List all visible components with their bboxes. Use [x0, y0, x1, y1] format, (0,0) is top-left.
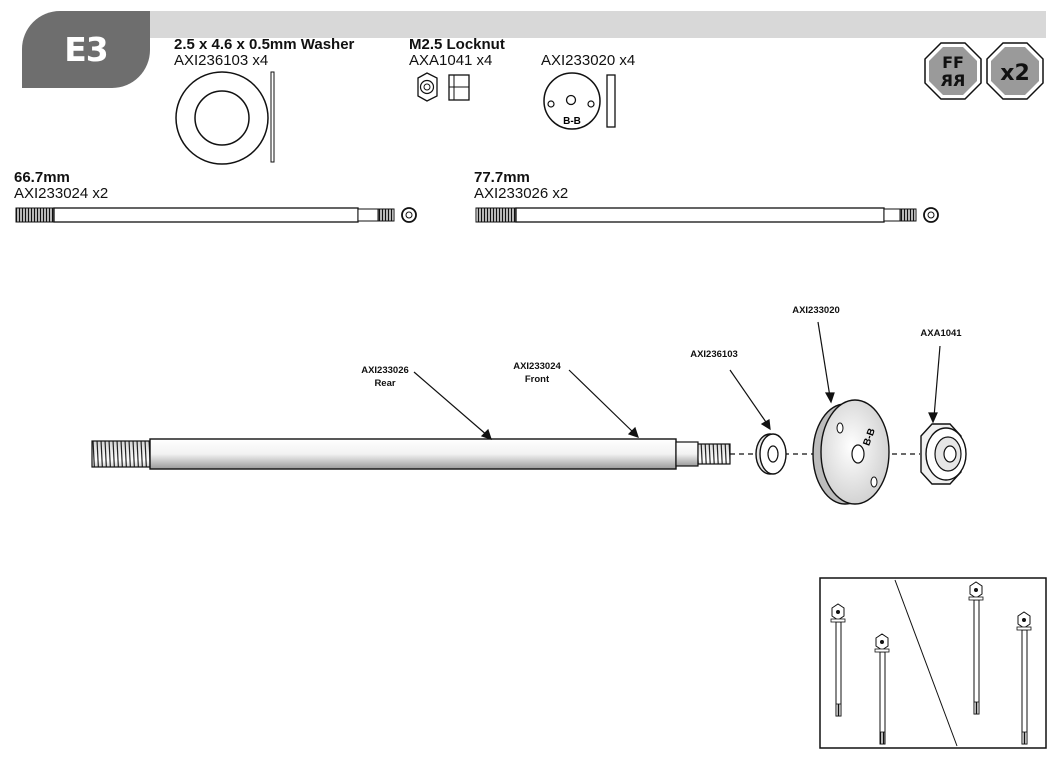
assembly-locknut: [920, 423, 967, 485]
main-shaft: [91, 438, 731, 470]
washer-number: AXI236103 x4: [174, 52, 269, 69]
washer-name: 2.5 x 4.6 x 0.5mm Washer: [174, 36, 355, 53]
badge-rr: RR: [941, 71, 966, 90]
inset-diagram: [819, 577, 1047, 749]
callout-washer-part: AXI236103: [690, 349, 738, 360]
badge-ff: FF: [942, 53, 964, 72]
washer-icon: [175, 71, 275, 165]
badge-x2: x2: [1000, 61, 1030, 86]
short-shaft-length: 66.7mm: [14, 169, 70, 186]
assembly-spacer: B-B: [812, 399, 890, 505]
spacer-icon: B-B: [543, 72, 616, 130]
locknut-number: AXA1041 x4: [409, 52, 493, 69]
header-bar: [130, 11, 1046, 38]
callout-front-label: Front: [524, 374, 550, 385]
long-shaft-icon: [475, 207, 939, 223]
leader-lines: [413, 321, 941, 440]
locknut-name: M2.5 Locknut: [409, 36, 505, 53]
callout-rear-part: AXI233026: [361, 365, 409, 376]
callout-locknut-part: AXA1041: [920, 328, 962, 339]
long-shaft-length: 77.7mm: [474, 169, 530, 186]
step-label: E3: [64, 30, 109, 69]
locknut-icon: [417, 72, 470, 102]
short-shaft-number: AXI233024 x2: [14, 185, 109, 202]
quantity-badge: x2: [986, 42, 1044, 100]
short-shaft-icon: [15, 207, 417, 223]
front-rear-badge: FF RR: [924, 42, 982, 100]
callout-front-part: AXI233024: [513, 361, 561, 372]
callout-rear-label: Rear: [374, 378, 396, 389]
spacer-number: AXI233020 x4: [541, 52, 636, 69]
step-badge: [22, 11, 150, 88]
assembly-washer: [755, 433, 787, 475]
callout-spacer-part: AXI233020: [792, 305, 840, 316]
long-shaft-number: AXI233026 x2: [474, 185, 569, 202]
spacer-mark: B-B: [563, 116, 581, 127]
